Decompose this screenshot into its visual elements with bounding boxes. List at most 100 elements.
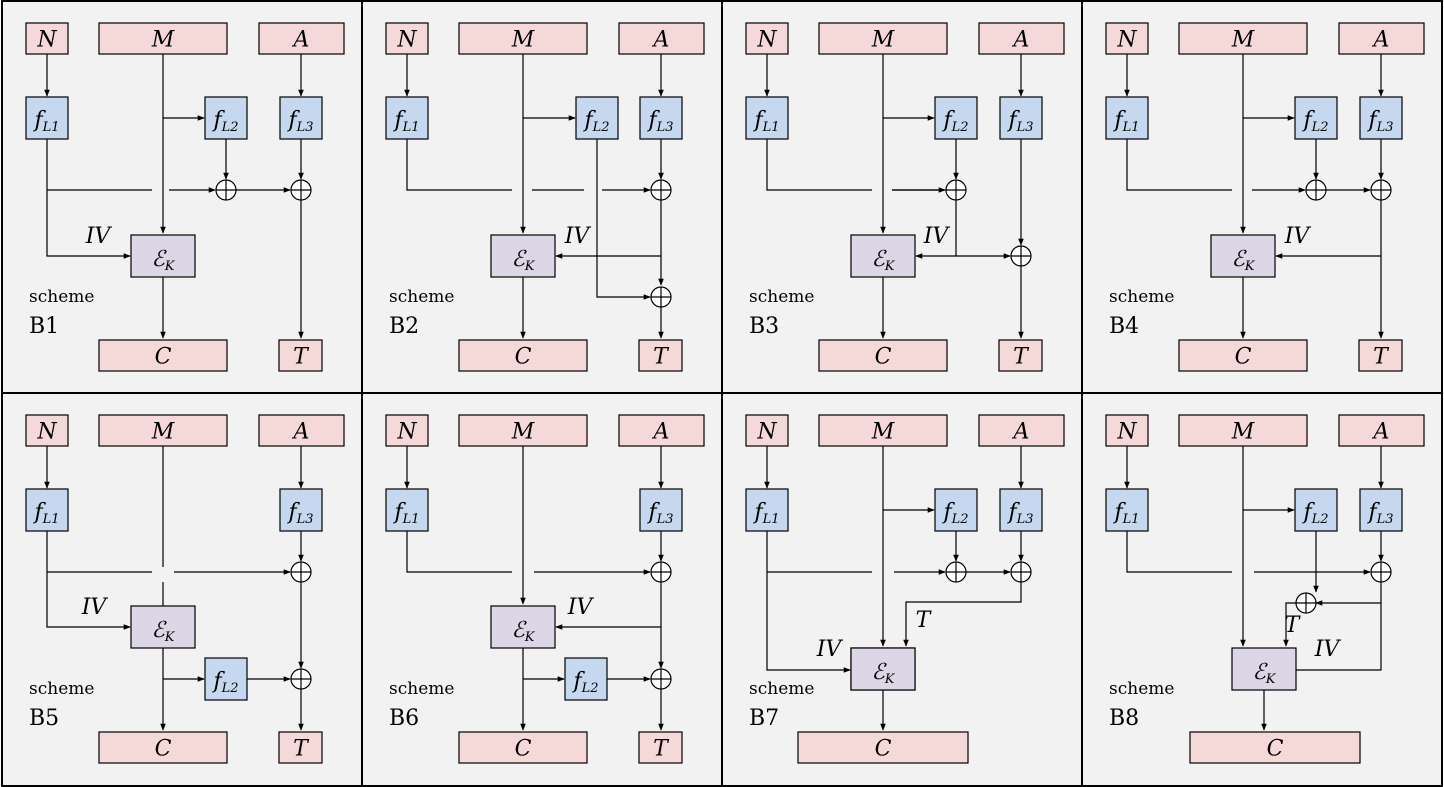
scheme-caption-id: B1 bbox=[29, 314, 59, 339]
f-l1-box bbox=[25, 488, 69, 532]
nonce-box bbox=[745, 22, 789, 55]
f-l1-box bbox=[745, 488, 789, 532]
tag-box-label: T bbox=[293, 345, 310, 370]
message-box-label: M bbox=[871, 28, 895, 53]
associated-data-box bbox=[1338, 414, 1425, 447]
ciphertext-box bbox=[818, 339, 948, 372]
nonce-box-label: N bbox=[36, 420, 57, 445]
wire bbox=[46, 139, 131, 259]
associated-data-box-label: A bbox=[652, 28, 670, 53]
associated-data-box bbox=[618, 414, 705, 447]
scheme-caption-word: scheme bbox=[749, 679, 814, 699]
nonce-box-label: N bbox=[36, 28, 57, 53]
associated-data-box bbox=[258, 22, 345, 55]
encryption-label: ℰK bbox=[151, 247, 175, 274]
encryption-label: ℰK bbox=[511, 247, 535, 274]
message-box bbox=[458, 22, 588, 55]
nonce-box bbox=[385, 414, 429, 447]
message-box-label: M bbox=[1231, 420, 1255, 445]
f-l2-box bbox=[204, 657, 248, 701]
associated-data-box bbox=[978, 414, 1065, 447]
wire bbox=[766, 139, 872, 191]
f-l2-box bbox=[204, 96, 248, 140]
panel-frame bbox=[721, 392, 1083, 787]
iv-label: IV bbox=[81, 595, 109, 620]
wire bbox=[1126, 139, 1232, 191]
scheme-caption-id: B7 bbox=[749, 706, 779, 731]
panel-frame bbox=[721, 0, 1083, 394]
panel-frame bbox=[361, 392, 723, 787]
wire bbox=[903, 582, 1022, 647]
scheme-caption-id: B3 bbox=[749, 314, 779, 339]
tag-box bbox=[278, 339, 323, 372]
f-l3-box bbox=[1359, 96, 1403, 140]
encryption-label: ℰK bbox=[871, 660, 895, 687]
ciphertext-box-label: C bbox=[515, 737, 532, 762]
associated-data-box-label: A bbox=[1012, 420, 1030, 445]
ciphertext-box-label: C bbox=[515, 345, 532, 370]
ciphertext-box bbox=[98, 731, 228, 764]
encryption-label: ℰK bbox=[511, 618, 535, 645]
nonce-box bbox=[1105, 22, 1149, 55]
tag-box-label: T bbox=[1013, 345, 1030, 370]
nonce-box-label: N bbox=[756, 420, 777, 445]
scheme-caption-word: scheme bbox=[1109, 679, 1174, 699]
wire bbox=[406, 531, 512, 573]
ciphertext-box bbox=[797, 731, 969, 764]
message-box-label: M bbox=[871, 420, 895, 445]
wire bbox=[46, 531, 131, 630]
ciphertext-box bbox=[458, 731, 588, 764]
tag-box bbox=[278, 731, 323, 764]
tag-box-label: T bbox=[1373, 345, 1390, 370]
f-l1-box bbox=[25, 96, 69, 140]
f-l1-box bbox=[1105, 96, 1149, 140]
wire bbox=[596, 139, 651, 300]
associated-data-box-label: A bbox=[1372, 28, 1390, 53]
message-box bbox=[1178, 22, 1308, 55]
scheme-caption-id: B4 bbox=[1109, 314, 1139, 339]
scheme-caption-word: scheme bbox=[29, 287, 94, 307]
scheme-caption-id: B2 bbox=[389, 314, 419, 339]
ciphertext-box bbox=[458, 339, 588, 372]
message-box-label: M bbox=[1231, 28, 1255, 53]
f-l1-box-label: fL1 bbox=[752, 108, 779, 135]
f-l3-box bbox=[1359, 488, 1403, 532]
tag-box-label: T bbox=[653, 737, 670, 762]
associated-data-box-label: A bbox=[292, 28, 310, 53]
message-box bbox=[818, 22, 948, 55]
tag-box bbox=[1358, 339, 1403, 372]
message-box-label: M bbox=[511, 28, 535, 53]
f-l1-box-label: fL1 bbox=[1112, 500, 1139, 527]
message-box bbox=[98, 414, 228, 447]
associated-data-box-label: A bbox=[1012, 28, 1030, 53]
nonce-box-label: N bbox=[396, 420, 417, 445]
ciphertext-box-label: C bbox=[1267, 737, 1284, 762]
message-box bbox=[458, 414, 588, 447]
f-l2-box bbox=[934, 488, 978, 532]
ciphertext-box-label: C bbox=[155, 737, 172, 762]
scheme-caption-word: scheme bbox=[749, 287, 814, 307]
f-l1-box bbox=[385, 488, 429, 532]
nonce-box bbox=[1105, 414, 1149, 447]
f-l2-box bbox=[934, 96, 978, 140]
encryption-label: ℰK bbox=[871, 247, 895, 274]
tag-box-label: T bbox=[653, 345, 670, 370]
iv-label: IV bbox=[85, 224, 113, 249]
ciphertext-box bbox=[98, 339, 228, 372]
nonce-box bbox=[385, 22, 429, 55]
ciphertext-box-label: C bbox=[875, 737, 892, 762]
wire bbox=[1126, 531, 1232, 573]
encryption-box bbox=[850, 647, 916, 691]
scheme-caption-word: scheme bbox=[389, 287, 454, 307]
tag-inner-label: T bbox=[1285, 613, 1302, 638]
associated-data-box bbox=[1338, 22, 1425, 55]
f-l3-box bbox=[999, 488, 1043, 532]
scheme-caption-id: B5 bbox=[29, 706, 59, 731]
encryption-box bbox=[130, 234, 196, 278]
f-l3-box bbox=[639, 96, 683, 140]
associated-data-box-label: A bbox=[292, 420, 310, 445]
nonce-box-label: N bbox=[1116, 28, 1137, 53]
ciphertext-box bbox=[1189, 731, 1361, 764]
